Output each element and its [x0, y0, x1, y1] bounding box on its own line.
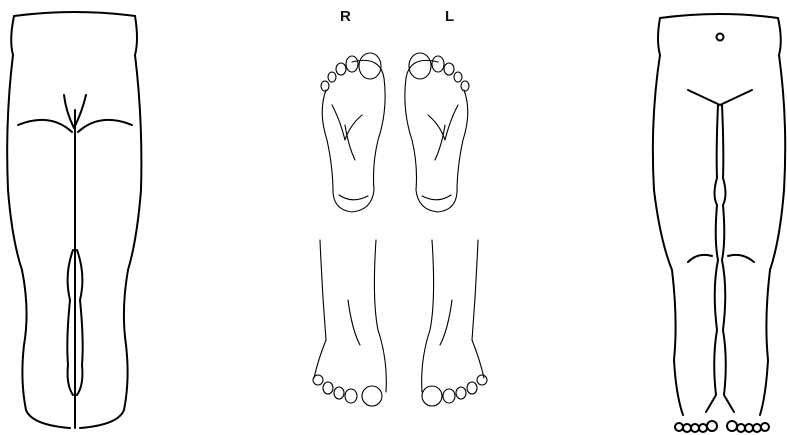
- posterior-legs-figure: [7, 12, 141, 428]
- toe: [707, 421, 717, 431]
- navel-marker: [717, 34, 724, 41]
- right-foot-top: [313, 240, 386, 406]
- right-side-label: R: [340, 9, 351, 24]
- toe: [761, 423, 769, 431]
- soles-figure: [321, 53, 469, 212]
- toe: [727, 421, 737, 431]
- dorsal-feet-figure: [313, 240, 487, 406]
- left-foot-top: [422, 240, 487, 406]
- toe: [737, 424, 745, 432]
- anterior-legs-figure: [653, 14, 785, 432]
- toe: [753, 424, 761, 432]
- toe: [745, 424, 753, 432]
- toe: [691, 424, 699, 432]
- right-sole: [321, 53, 385, 212]
- toe: [683, 424, 691, 432]
- left-sole: [405, 53, 469, 212]
- toe: [675, 423, 683, 431]
- left-side-label: L: [445, 9, 454, 24]
- toe: [699, 424, 707, 432]
